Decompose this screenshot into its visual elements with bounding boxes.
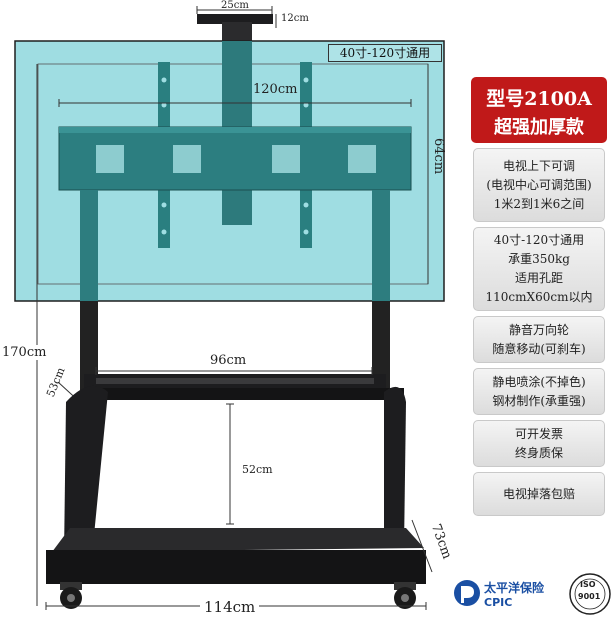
feature-line: 适用孔距 xyxy=(514,271,563,285)
feature-line: 承重350kg xyxy=(508,252,570,266)
top-height-label: 12cm xyxy=(281,13,309,24)
plate-slot xyxy=(96,145,124,173)
total-height-label: 170cm xyxy=(2,345,47,360)
caster-wheels xyxy=(60,582,416,609)
brand-name-cn: 太平洋保险 xyxy=(484,581,545,595)
feature-line: 静音万向轮 xyxy=(508,322,569,337)
left-upright-front xyxy=(80,190,98,301)
model-number: 型号2100A xyxy=(486,88,592,110)
top-clamp xyxy=(197,14,273,24)
base-width-label: 114cm xyxy=(200,598,260,616)
feature-line: 随意移动(可刹车) xyxy=(492,341,586,356)
plate-slot xyxy=(272,145,300,173)
bracket-plate-top xyxy=(59,127,411,133)
tray-width-label: 96cm xyxy=(210,353,247,368)
tray-inner xyxy=(96,378,374,384)
feature-line: 110cmX60cm以内 xyxy=(485,290,593,304)
left-side-frame xyxy=(64,385,108,556)
right-upright-front xyxy=(372,190,390,301)
brand-block: 太平洋保险 CPIC xyxy=(452,574,572,614)
feature-panel: 型号2100A 超强加厚款 电视上下可调 (电视中心可调范围) 1米2到1米6之… xyxy=(471,77,607,517)
feature-line: 1米2到1米6之间 xyxy=(493,196,585,211)
top-width-label: 25cm xyxy=(221,0,249,11)
base-front xyxy=(46,550,426,584)
tray-front xyxy=(84,388,404,400)
feature-line: 可开发票 xyxy=(514,426,563,441)
base-depth-dim-line xyxy=(411,519,433,573)
arm-holes xyxy=(161,77,309,235)
cpic-logo-icon xyxy=(454,580,480,606)
right-upright-lower xyxy=(372,301,390,379)
feature-line: (电视中心可调范围) xyxy=(486,177,592,192)
bracket-height-label: 64cm xyxy=(431,138,446,175)
feature-warranty: 可开发票 终身质保 xyxy=(473,420,605,467)
feature-line: 电视上下可调 xyxy=(502,158,575,173)
left-upright-lower xyxy=(80,301,98,379)
plate-slot xyxy=(173,145,201,173)
brand-name-en: CPIC xyxy=(484,596,513,609)
feature-wheels: 静音万向轮 随意移动(可刹车) xyxy=(473,316,605,363)
feature-insurance: 电视掉落包赔 xyxy=(473,472,605,516)
iso-text-2: 9001 xyxy=(578,592,601,601)
feature-line: 终身质保 xyxy=(514,445,563,460)
base-top xyxy=(52,528,424,552)
bracket-width-label: 120cm xyxy=(253,82,298,97)
feature-line: 40寸-120寸通用 xyxy=(493,233,585,247)
model-badge: 型号2100A 超强加厚款 xyxy=(471,77,607,143)
iso-text-1: ISO xyxy=(580,580,596,589)
feature-line: 静电喷涂(不掉色) xyxy=(492,374,586,389)
model-subtitle: 超强加厚款 xyxy=(494,117,584,138)
feature-coating: 静电喷涂(不掉色) 钢材制作(承重强) xyxy=(473,368,605,415)
iso-seal-icon xyxy=(569,573,611,615)
feature-line: 电视掉落包赔 xyxy=(502,486,575,501)
feature-adjustable: 电视上下可调 (电视中心可调范围) 1米2到1米6之间 xyxy=(473,148,605,222)
screen-range-label: 40寸-120寸通用 xyxy=(328,44,442,62)
shelf-gap-label: 52cm xyxy=(242,463,273,476)
plate-slot xyxy=(348,145,376,173)
feature-compatibility: 40寸-120寸通用 承重350kg 适用孔距 110cmX60cm以内 xyxy=(473,227,605,311)
right-side-frame xyxy=(384,386,406,548)
feature-line: 钢材制作(承重强) xyxy=(492,393,586,408)
